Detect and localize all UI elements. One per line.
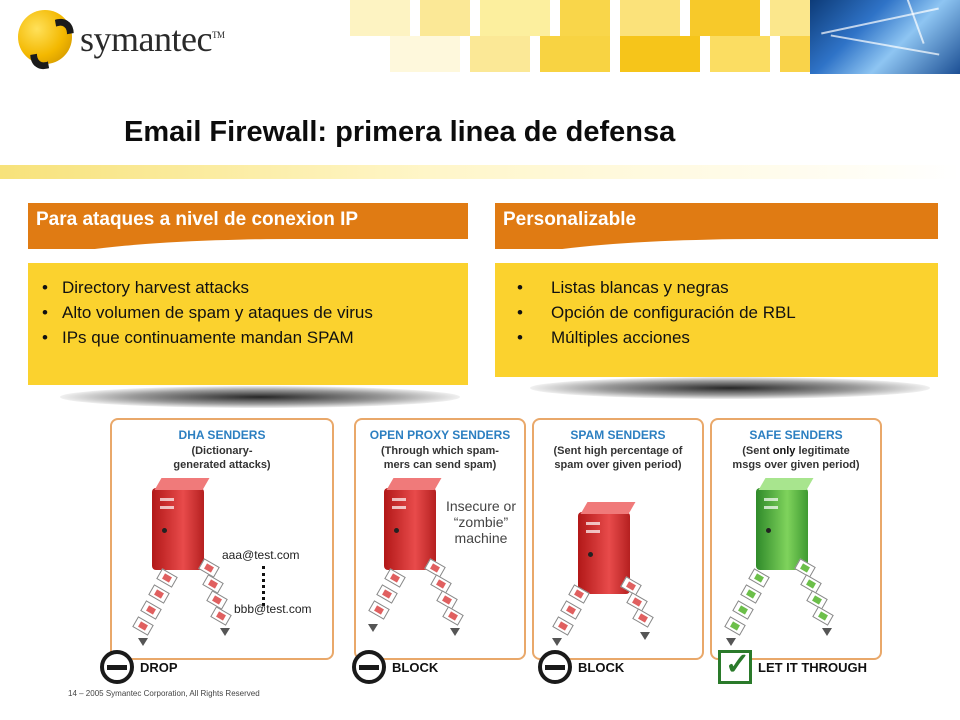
bullet-list: Listas blancas y negras Opción de config… [513, 275, 920, 350]
envelope-icon [368, 600, 390, 620]
action-label: DROP [140, 660, 178, 675]
dotted-connector [262, 566, 265, 606]
list-item: Listas blancas y negras [513, 275, 920, 300]
envelope-icon [442, 606, 464, 626]
arrow-icon [220, 628, 230, 636]
envelope-icon [148, 584, 170, 604]
envelope-icon [552, 616, 574, 636]
action-label: LET IT THROUGH [758, 660, 868, 675]
arrow-icon [640, 632, 650, 640]
panel-title: SAFE SENDERS [749, 428, 843, 442]
envelope-icon [748, 568, 770, 588]
action-block: BLOCK [352, 650, 472, 686]
copyright-footer: 14 – 2005 Symantec Corporation, All Righ… [68, 689, 260, 698]
box-customizable: Personalizable Listas blancas y negras O… [495, 203, 938, 377]
envelope-icon [812, 606, 834, 626]
envelope-icon [632, 608, 654, 628]
list-item: Opción de configuración de RBL [513, 300, 920, 325]
title-underline-band [0, 165, 960, 179]
email-address-annotation: bbb@test.com [234, 602, 312, 616]
panel-title: SPAM SENDERS [570, 428, 666, 442]
email-address-annotation: aaa@test.com [222, 548, 300, 562]
zombie-machine-annotation: Insecure or “zombie” machine [445, 498, 517, 546]
header: symantecTM [0, 0, 960, 74]
envelope-icon [724, 616, 746, 636]
panel-subtitle: (Sent high percentage of spam over given… [553, 445, 683, 471]
envelope-icon [210, 606, 232, 626]
panel-dha-senders: DHA SENDERS (Dictionary- generated attac… [110, 418, 334, 660]
arrow-icon [450, 628, 460, 636]
panel-subtitle: (Sent only legitimate msgs over given pe… [732, 445, 860, 471]
no-entry-icon [352, 650, 386, 684]
server-icon [152, 478, 210, 570]
slide-title: Email Firewall: primera linea de defensa [124, 116, 676, 148]
panel-subtitle: (Dictionary- generated attacks) [173, 445, 271, 471]
envelope-icon [132, 616, 154, 636]
list-item: Directory harvest attacks [38, 275, 458, 300]
envelope-icon [140, 600, 162, 620]
panel-subtitle: (Through which spam- mers can send spam) [381, 445, 499, 471]
server-icon [578, 502, 636, 594]
action-label: BLOCK [578, 660, 625, 675]
globe-image [810, 0, 960, 74]
panel-open-proxy-senders: OPEN PROXY SENDERS (Through which spam- … [354, 418, 526, 660]
server-icon [384, 478, 442, 570]
action-drop: DROP [100, 650, 220, 686]
action-label: BLOCK [392, 660, 439, 675]
action-let-through: ✓ LET IT THROUGH [718, 648, 888, 686]
bullet-list: Directory harvest attacks Alto volumen d… [38, 275, 458, 350]
envelope-icon [384, 568, 406, 588]
list-item: Múltiples acciones [513, 325, 920, 350]
list-item: Alto volumen de spam y ataques de virus [38, 300, 458, 325]
arrow-icon [138, 638, 148, 646]
checkmark-icon: ✓ [718, 648, 752, 684]
envelope-icon [740, 584, 762, 604]
arrow-icon [726, 638, 736, 646]
envelope-icon [376, 584, 398, 604]
arrow-icon [552, 638, 562, 646]
panel-title: OPEN PROXY SENDERS [369, 428, 511, 442]
box-shadow [530, 377, 930, 399]
action-block: BLOCK [538, 650, 658, 686]
header-decoration [330, 0, 850, 72]
arrow-icon [368, 624, 378, 632]
no-entry-icon [538, 650, 572, 684]
list-item: IPs que continuamente mandan SPAM [38, 325, 458, 350]
envelope-icon [156, 568, 178, 588]
box-shadow [60, 386, 460, 408]
panel-spam-senders: SPAM SENDERS (Sent high percentage of sp… [532, 418, 704, 660]
no-entry-icon [100, 650, 134, 684]
server-icon [756, 478, 814, 570]
panel-safe-senders: SAFE SENDERS (Sent only legitimate msgs … [710, 418, 882, 660]
box-connection-attacks: Para ataques a nivel de conexion IP Dire… [28, 203, 468, 385]
box-body: Listas blancas y negras Opción de config… [495, 263, 938, 377]
panel-title: DHA SENDERS [178, 428, 266, 442]
envelope-icon [732, 600, 754, 620]
envelope-icon [560, 600, 582, 620]
arrow-icon [822, 628, 832, 636]
symantec-logo-text: symantecTM [80, 19, 225, 59]
box-body: Directory harvest attacks Alto volumen d… [28, 263, 468, 385]
symantec-logo-icon [18, 10, 72, 64]
